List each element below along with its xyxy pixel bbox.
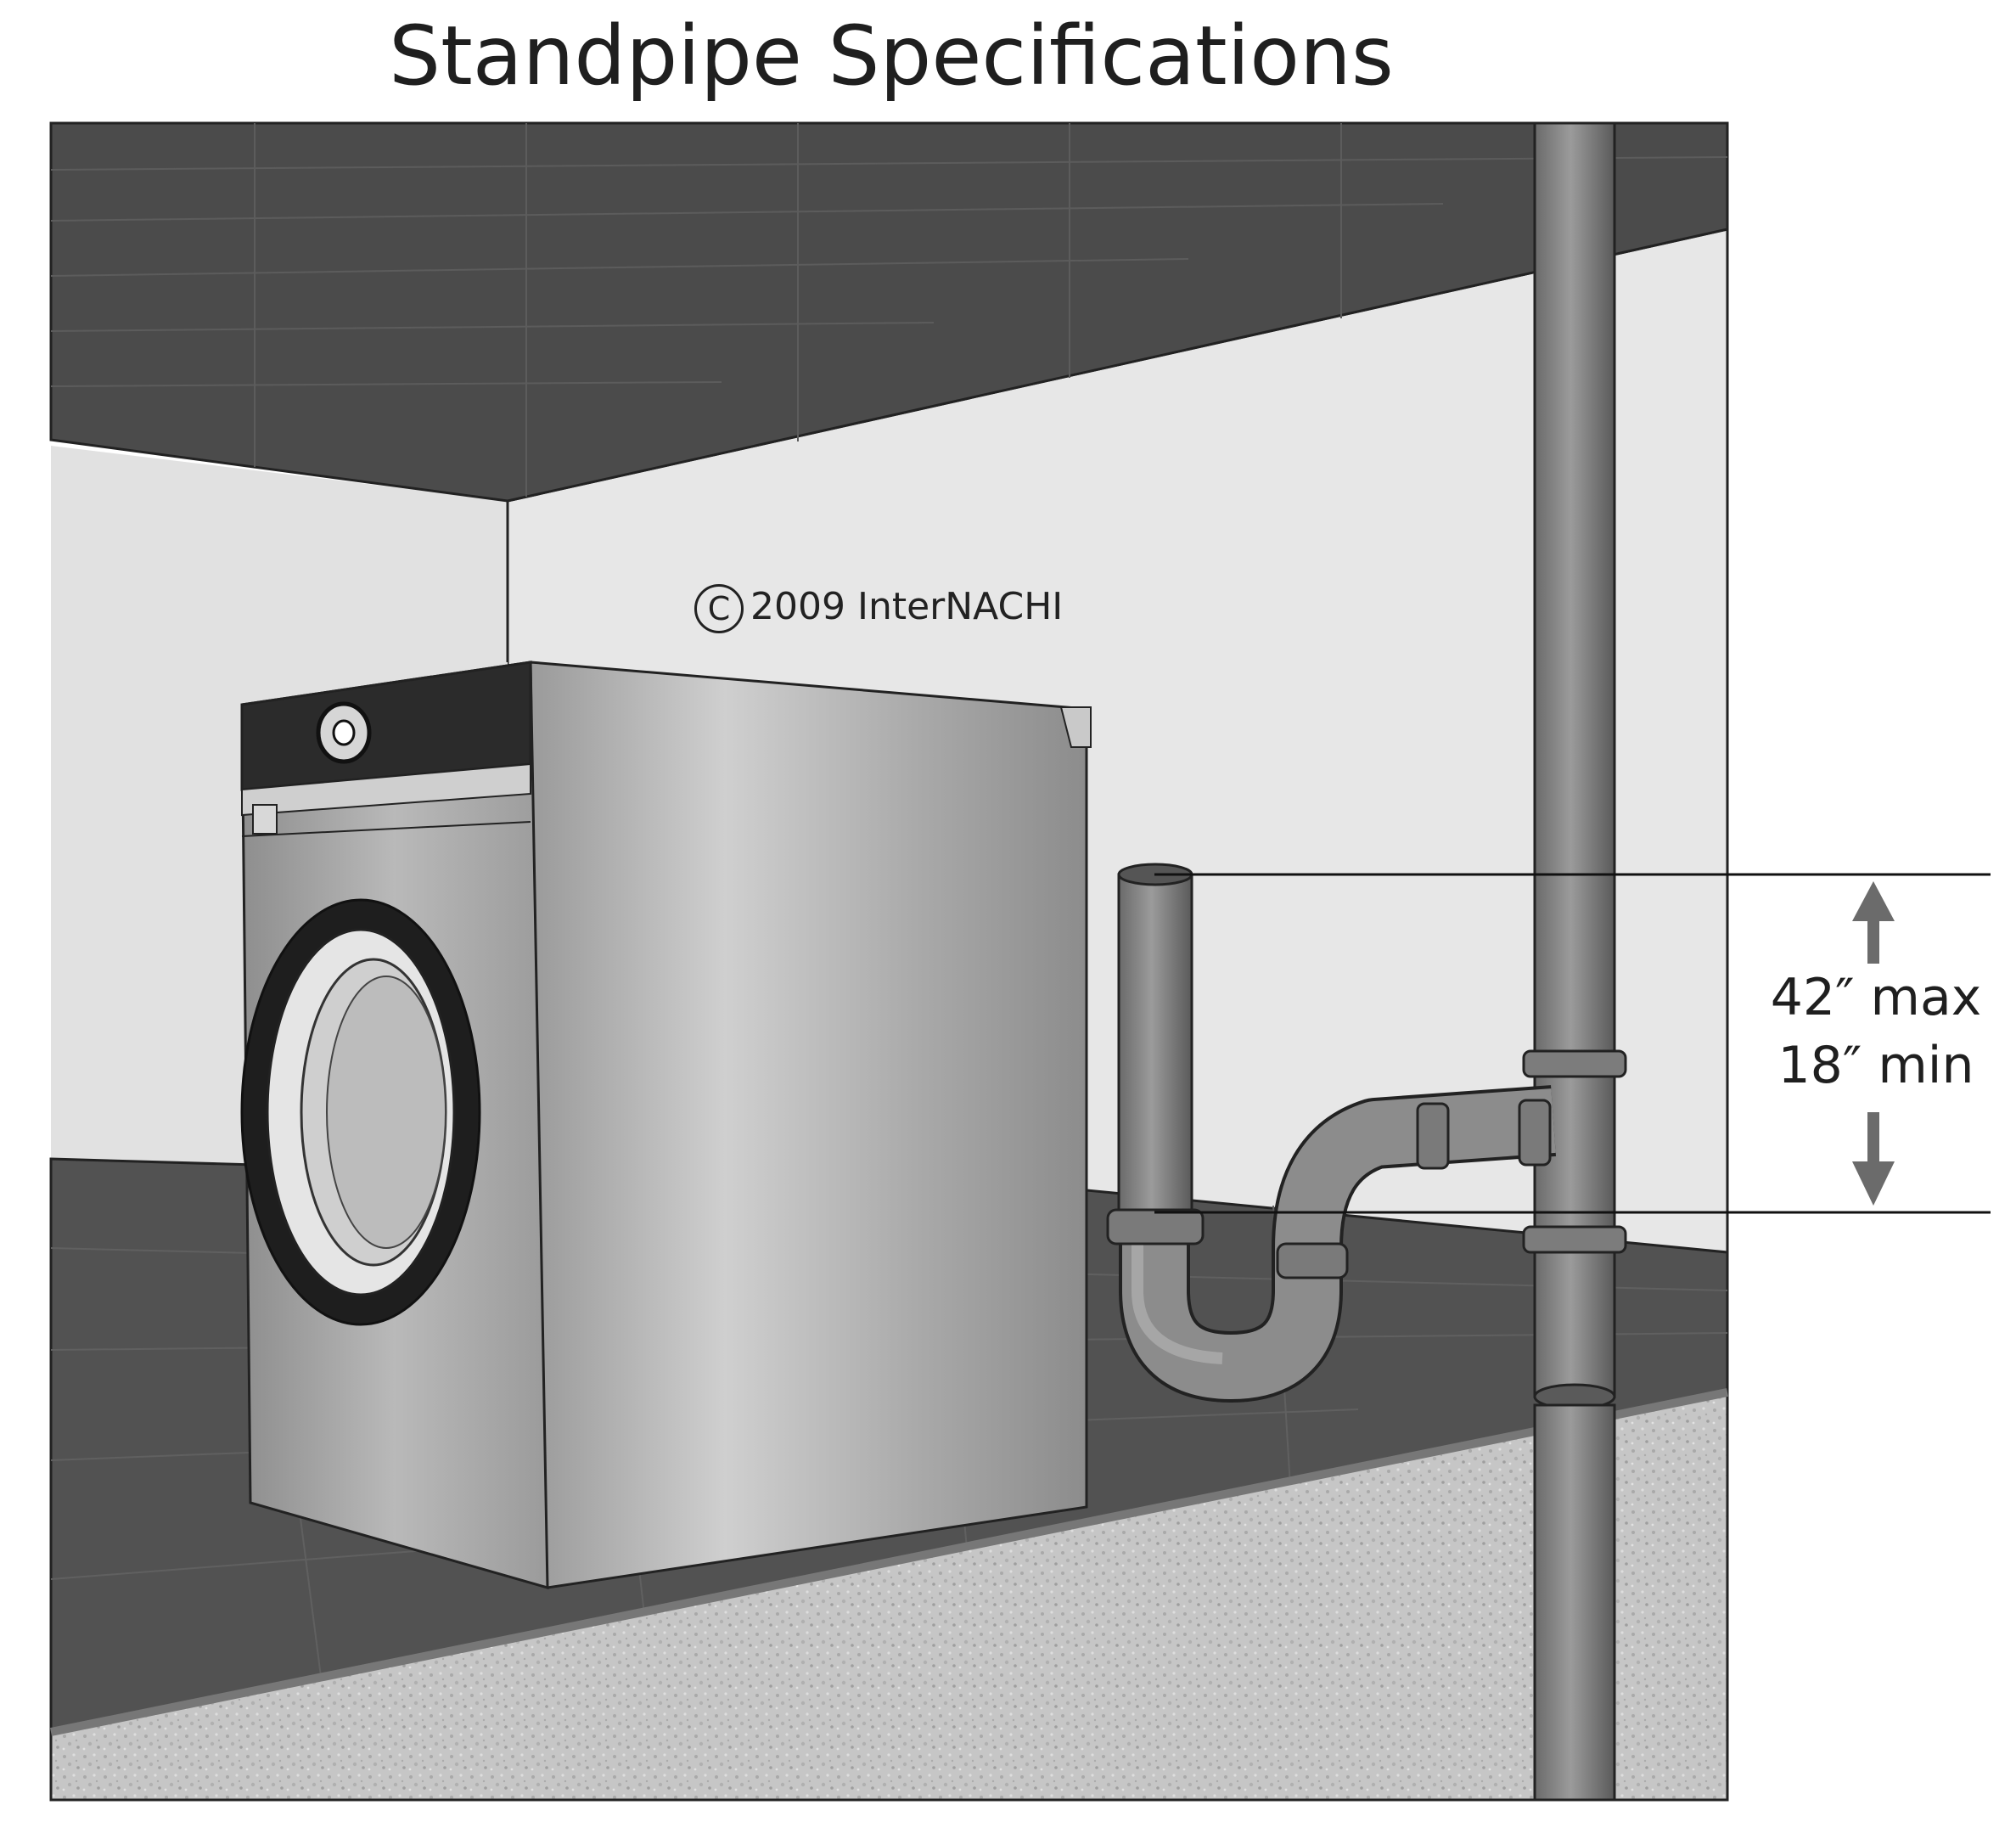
arrow-down-icon (1852, 1112, 1895, 1206)
page-title: Standpipe Specifications (389, 8, 1394, 104)
vent-stack-icon (1522, 121, 1627, 1802)
copyright-text: 2009 InterNACHI (750, 585, 1064, 628)
max-height-label: 42″ max (1770, 968, 1982, 1027)
dimension-guides (1154, 873, 1991, 1214)
ceiling (49, 121, 1729, 503)
standpipe-icon (1106, 863, 1205, 1245)
copyright-icon: C (694, 584, 744, 633)
min-height-label: 18″ min (1777, 1036, 1974, 1095)
arrow-up-icon (1852, 881, 1895, 964)
p-trap-icon (1119, 1085, 1556, 1403)
washing-machine-icon (240, 661, 1092, 1589)
concrete-slab (49, 1388, 1729, 1802)
